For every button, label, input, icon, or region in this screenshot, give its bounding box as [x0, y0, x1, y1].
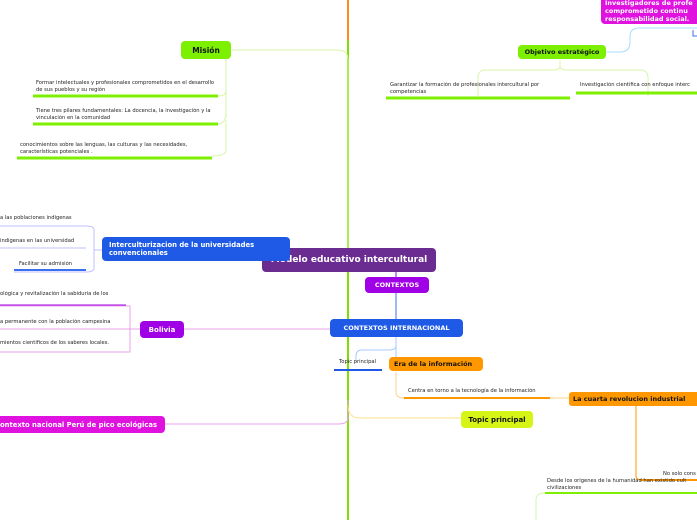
cuarta-leaf-1[interactable]: No solo cons	[663, 471, 697, 479]
bolivia-node[interactable]: Bolivia	[140, 321, 184, 338]
mision-node[interactable]: Misión	[181, 41, 231, 59]
link-cuarta-children	[635, 406, 697, 481]
inter-leaf-3[interactable]: Facilitar su admisión	[19, 261, 89, 270]
contextos-label: CONTEXTOS	[374, 281, 420, 289]
objetivo-estrategico-label: Objetivo estratégico	[524, 48, 600, 56]
cuarta-leaf-2-text: Desde los orígenes de la humanidad han e…	[547, 478, 687, 491]
central-topic-label: Modelo educativo intercultural	[270, 255, 428, 265]
objetivo-leaf-2[interactable]: Investigación científica con enfoque int…	[580, 82, 697, 91]
bolivia-leaf-3[interactable]: mientos científicos de los saberes local…	[0, 340, 126, 349]
contexto-nacional-label: ontexto nacional Perú de pico ecológicas	[0, 420, 158, 429]
link-topic-principal	[347, 404, 462, 419]
mision-leaf-1[interactable]: Formar intelectuales y profesionales com…	[36, 80, 218, 95]
objetivo-leaf-2-text: Investigación científica con enfoque int…	[580, 82, 691, 88]
cuarta-leaf-2[interactable]: Desde los orígenes de la humanidad han e…	[547, 478, 697, 492]
bolivia-leaf-3-text: mientos científicos de los saberes local…	[0, 340, 110, 346]
contextos-node[interactable]: CONTEXTOS	[365, 277, 429, 293]
era-leaf-text: Centra en torno a la tecnología de la in…	[408, 388, 536, 394]
inter-leaf-3-text: Facilitar su admisión	[19, 261, 73, 267]
link-mision-leaves	[211, 58, 227, 157]
cuarta-revolucion-label: La cuarta revolucion industrial	[573, 395, 686, 403]
inter-leaf-2-text: indígenas en las universidad	[0, 238, 75, 244]
objetivo-leaf-1-text: Garantizar la formación de profesionales…	[390, 82, 540, 95]
link-investigadores	[692, 30, 697, 37]
topic-principal-small-label: Topic principal	[339, 359, 377, 365]
topic-principal-small[interactable]: Topic principal	[339, 359, 385, 368]
mision-leaf-1-text: Formar intelectuales y profesionales com…	[36, 80, 215, 93]
link-bolivia-leaves	[0, 305, 140, 353]
cuarta-revolucion-node[interactable]: La cuarta revolucion industrial	[569, 392, 697, 406]
investigadores-node[interactable]: Investigadores de profe comprometido con…	[601, 0, 697, 24]
mision-leaf-2-text: Tiene tres pilares fundamentales: La doc…	[36, 108, 211, 121]
bolivia-leaf-1-text: ológica y revitalización la sabiduría de…	[0, 291, 109, 297]
contextos-internacional-node[interactable]: CONTEXTOS INTERNACIONAL	[330, 319, 463, 337]
link-bottom-green	[535, 492, 546, 520]
interculturizacion-label: Interculturizacion de la universidades c…	[109, 241, 255, 257]
investigadores-label: Investigadores de profe comprometido con…	[605, 0, 693, 23]
interculturizacion-node[interactable]: Interculturizacion de la universidades c…	[102, 237, 290, 261]
inter-leaf-1-text: a las poblaciones indígenas	[0, 215, 72, 221]
era-informacion-label: Era de la información	[394, 360, 473, 368]
central-topic[interactable]: Modelo educativo intercultural	[262, 248, 436, 272]
mision-leaf-3[interactable]: conocimientos sobre las lenguas, las cul…	[20, 142, 190, 157]
cuarta-leaf-1-text: No solo cons	[663, 471, 696, 477]
bolivia-leaf-2[interactable]: a permanente con la población campesina	[0, 319, 126, 328]
contextos-internacional-label: CONTEXTOS INTERNACIONAL	[343, 324, 450, 332]
link-mision	[232, 49, 349, 250]
mision-label: Misión	[192, 45, 220, 55]
link-objetivo	[606, 27, 697, 53]
bolivia-leaf-1[interactable]: ológica y revitalización la sabiduría de…	[0, 291, 126, 300]
link-inter-leaves	[0, 225, 102, 273]
inter-leaf-1[interactable]: a las poblaciones indígenas	[0, 215, 90, 224]
mision-leaf-2[interactable]: Tiene tres pilares fundamentales: La doc…	[36, 108, 218, 123]
objetivo-leaf-1[interactable]: Garantizar la formación de profesionales…	[390, 82, 560, 97]
link-objetivo-leaves	[477, 60, 649, 96]
inter-leaf-2[interactable]: indígenas en las universidad	[0, 238, 90, 247]
topic-principal-label: Topic principal	[468, 415, 526, 424]
link-era-children	[395, 372, 550, 399]
bolivia-label: Bolivia	[148, 325, 176, 334]
mision-leaf-3-text: conocimientos sobre las lenguas, las cul…	[20, 142, 188, 155]
objetivo-estrategico-node[interactable]: Objetivo estratégico	[518, 45, 606, 59]
bolivia-leaf-2-text: a permanente con la población campesina	[0, 319, 111, 325]
era-leaf[interactable]: Centra en torno a la tecnología de la in…	[408, 388, 553, 397]
contexto-nacional-node[interactable]: ontexto nacional Perú de pico ecológicas	[0, 416, 165, 433]
era-informacion-node[interactable]: Era de la información	[389, 357, 483, 371]
topic-principal-node[interactable]: Topic principal	[461, 411, 533, 428]
link-contexto-nacional	[165, 400, 349, 425]
